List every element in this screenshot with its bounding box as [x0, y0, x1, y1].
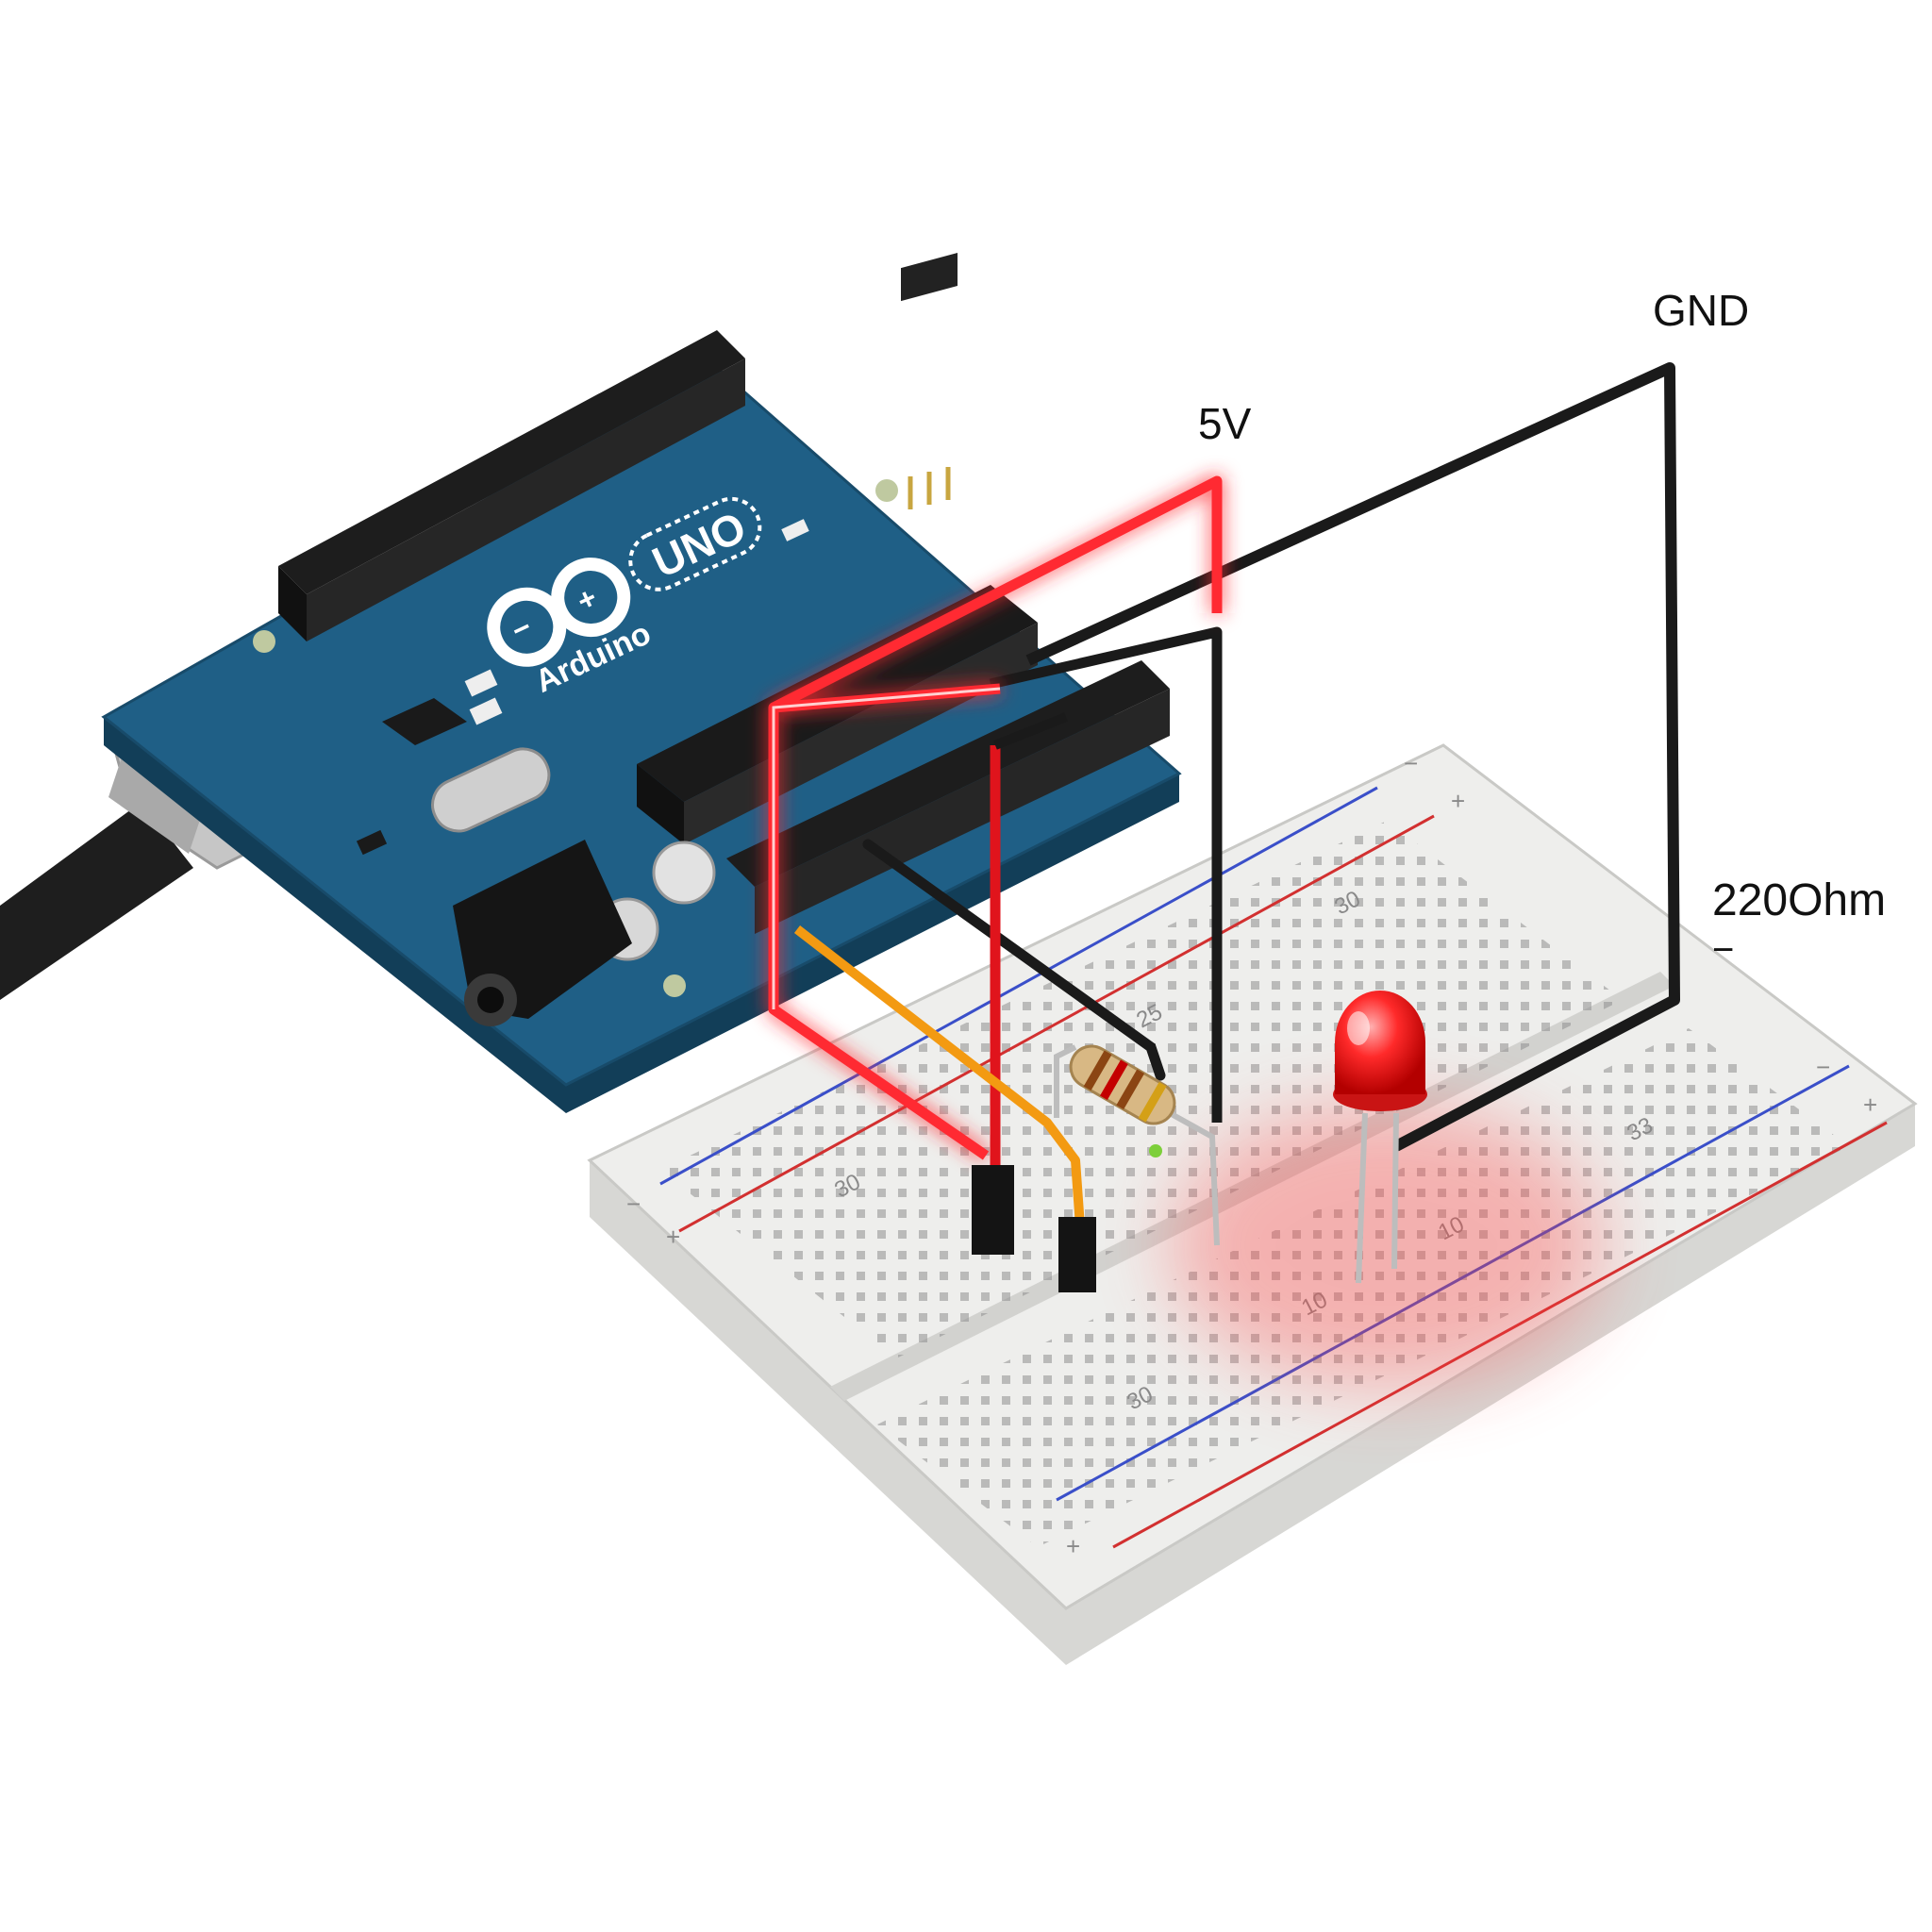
rail-plus: +	[666, 1223, 680, 1251]
mounting-hole	[875, 479, 898, 502]
mounting-hole	[253, 630, 275, 653]
jumper-plug	[972, 1165, 1014, 1255]
five-volt-label: 5V	[1198, 399, 1252, 448]
rail-plus: +	[1451, 787, 1465, 815]
resistor-label: 220Ohm	[1712, 875, 1886, 925]
rail-minus: −	[626, 1190, 641, 1218]
mounting-hole	[663, 974, 686, 997]
icsp-header	[901, 253, 958, 509]
resistor-marker: −	[1712, 929, 1734, 971]
rail-minus: −	[1816, 1053, 1830, 1081]
jumper-plug	[1058, 1217, 1096, 1292]
led-glow	[1170, 1104, 1604, 1387]
rail-minus: −	[1404, 749, 1418, 777]
gnd-label: GND	[1653, 286, 1749, 335]
rail-plus: +	[1863, 1091, 1877, 1119]
rail-plus: +	[1066, 1532, 1080, 1560]
